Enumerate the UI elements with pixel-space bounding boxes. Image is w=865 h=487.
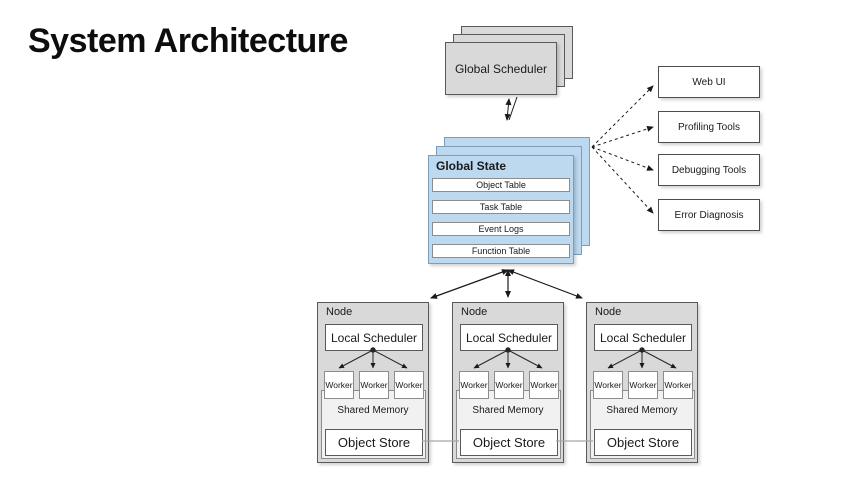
worker-box: Worker <box>628 371 658 399</box>
page-title: System Architecture <box>28 22 348 60</box>
tool-box-web-ui: Web UI <box>658 66 760 98</box>
worker-box: Worker <box>459 371 489 399</box>
worker-box: Worker <box>593 371 623 399</box>
tool-box-error-diagnosis: Error Diagnosis <box>658 199 760 231</box>
global-state-box: Global State Object Table Task Table Eve… <box>428 155 574 264</box>
global-scheduler-label: Global Scheduler <box>454 61 548 76</box>
worker-box: Worker <box>529 371 559 399</box>
node-3: Node Local Scheduler Worker Worker Worke… <box>586 302 698 463</box>
node-label: Node <box>461 306 488 318</box>
function-table-row: Function Table <box>432 244 570 258</box>
worker-box: Worker <box>324 371 354 399</box>
node-1: Node Local Scheduler Worker Worker Worke… <box>317 302 429 463</box>
node-2: Node Local Scheduler Worker Worker Worke… <box>452 302 564 463</box>
shared-memory-label: Shared Memory <box>337 405 409 416</box>
global-scheduler-box: Global Scheduler <box>445 42 557 95</box>
shared-memory-label: Shared Memory <box>606 405 678 416</box>
global-state-title: Global State <box>436 159 507 173</box>
arrow-state-tools <box>591 85 654 214</box>
object-table-row: Object Table <box>432 178 570 192</box>
worker-box: Worker <box>663 371 693 399</box>
object-store-box: Object Store <box>325 429 423 456</box>
object-store-box: Object Store <box>460 429 558 456</box>
tool-box-debugging-tools: Debugging Tools <box>658 154 760 186</box>
node-label: Node <box>326 306 353 318</box>
arrow-state-nodes <box>430 269 583 299</box>
worker-box: Worker <box>394 371 424 399</box>
task-table-row: Task Table <box>432 200 570 214</box>
node-label: Node <box>595 306 622 318</box>
local-scheduler-box: Local Scheduler <box>460 324 558 351</box>
local-scheduler-box: Local Scheduler <box>325 324 423 351</box>
tool-box-profiling-tools: Profiling Tools <box>658 111 760 143</box>
event-logs-row: Event Logs <box>432 222 570 236</box>
worker-box: Worker <box>359 371 389 399</box>
object-store-box: Object Store <box>594 429 692 456</box>
worker-box: Worker <box>494 371 524 399</box>
arrow-scheduler-state <box>504 96 518 121</box>
shared-memory-label: Shared Memory <box>472 405 544 416</box>
local-scheduler-box: Local Scheduler <box>594 324 692 351</box>
